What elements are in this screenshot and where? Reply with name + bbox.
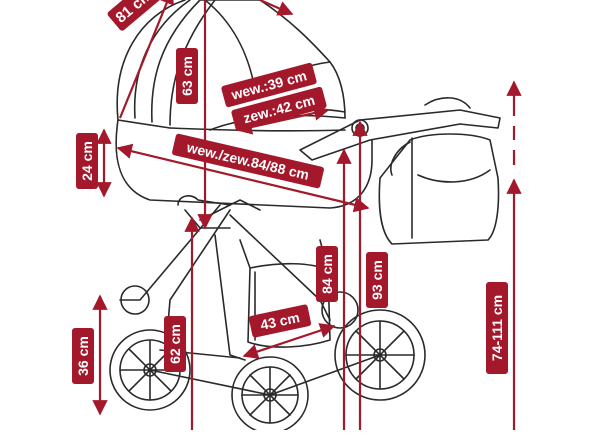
label-62cm: 62 cm xyxy=(164,316,186,372)
label-43cm-text: 43 cm xyxy=(258,309,302,333)
dim-line-84-88 xyxy=(116,143,370,213)
label-63cm-text: 63 cm xyxy=(179,56,196,96)
label-63cm: 63 cm xyxy=(176,48,198,104)
label-36cm: 36 cm xyxy=(72,328,94,384)
label-74-111cm-text: 74-111 cm xyxy=(489,294,506,362)
dim-line-81 xyxy=(118,0,174,119)
label-24cm: 24 cm xyxy=(76,133,98,189)
label-74-111cm: 74-111 cm xyxy=(486,282,508,374)
label-36cm-text: 36 cm xyxy=(75,336,92,376)
dim-line-43 xyxy=(242,323,336,359)
label-24cm-text: 24 cm xyxy=(79,141,96,181)
label-62cm-text: 62 cm xyxy=(167,324,184,364)
label-93cm-text: 93 cm xyxy=(369,260,386,300)
label-84cm: 84 cm xyxy=(316,246,338,302)
dimension-lines xyxy=(92,0,522,430)
label-84cm-text: 84 cm xyxy=(319,254,336,294)
label-93cm: 93 cm xyxy=(366,252,388,308)
dim-line-81-right xyxy=(259,0,294,16)
